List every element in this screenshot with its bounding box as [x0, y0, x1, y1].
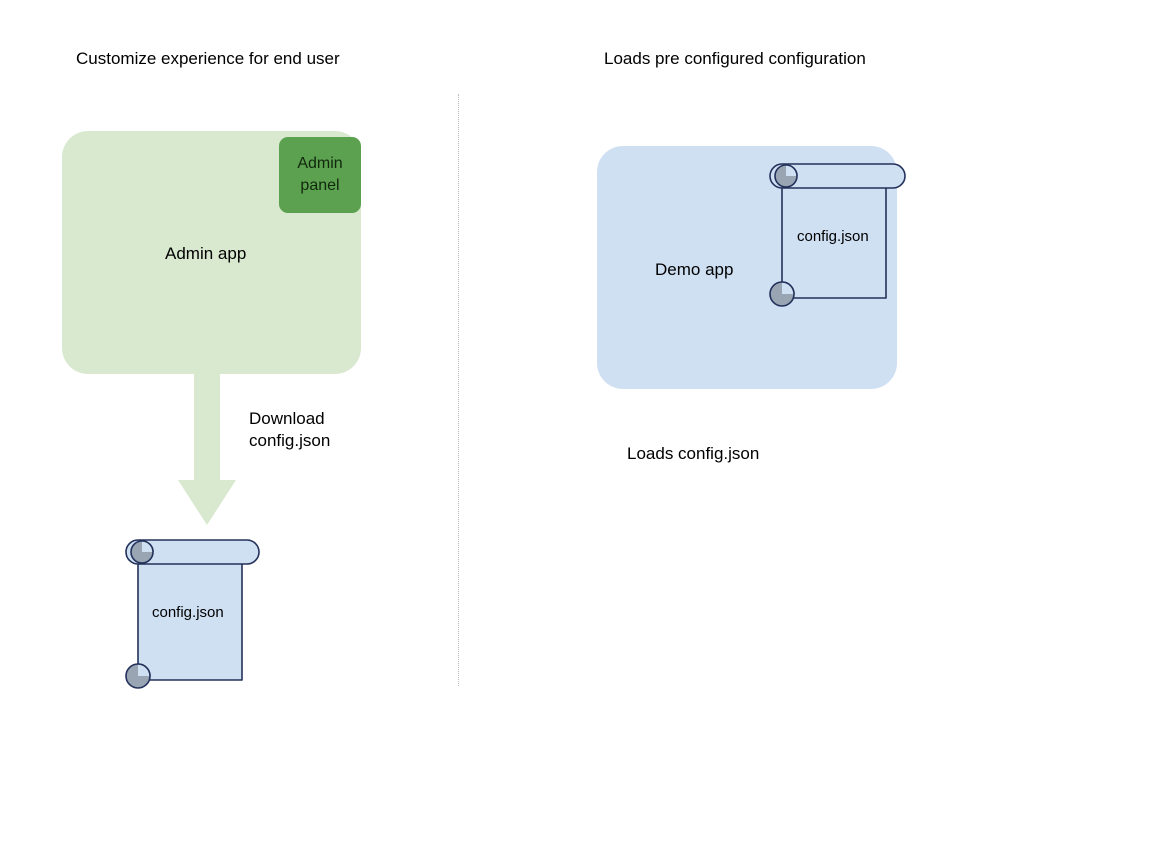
column-divider	[458, 94, 459, 686]
config-json-label-left: config.json	[152, 604, 224, 621]
config-json-label-right: config.json	[797, 228, 869, 245]
config-json-document-right[interactable]	[769, 152, 910, 308]
loads-config-caption: Loads config.json	[627, 444, 760, 463]
admin-panel-chip-label: Admin panel	[297, 155, 343, 194]
admin-app-label: Admin app	[165, 244, 247, 263]
download-arrow-label: Download config.json	[249, 408, 330, 452]
demo-app-label: Demo app	[655, 260, 734, 279]
section-title-left: Customize experience for end user	[76, 49, 340, 68]
download-arrow-icon	[178, 372, 236, 528]
admin-panel-chip[interactable]: Admin panel	[279, 137, 361, 213]
section-title-right: Loads pre configured configuration	[604, 49, 866, 68]
download-arrow-label-line1: Download	[249, 409, 325, 428]
download-arrow-label-line2: config.json	[249, 431, 331, 450]
config-json-document-left[interactable]	[124, 528, 266, 690]
